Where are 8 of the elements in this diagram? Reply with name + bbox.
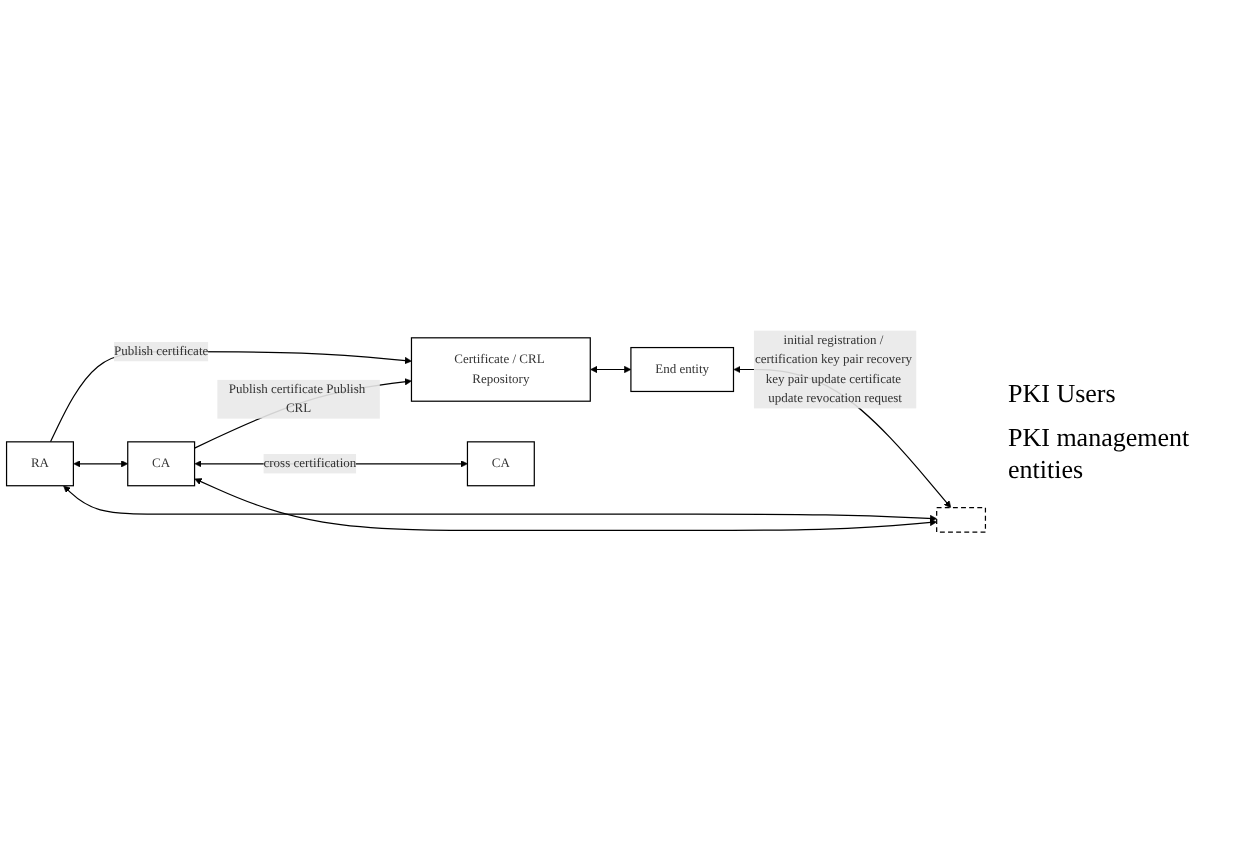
arrow	[49, 350, 412, 443]
node-bar	[936, 506, 987, 533]
boundary-label: PKI management entities	[1008, 421, 1192, 485]
arrow	[63, 485, 937, 522]
boundary-label: PKI Users	[1008, 377, 1118, 409]
arrow	[590, 365, 632, 373]
arrow	[73, 459, 129, 468]
arrow	[194, 478, 937, 531]
